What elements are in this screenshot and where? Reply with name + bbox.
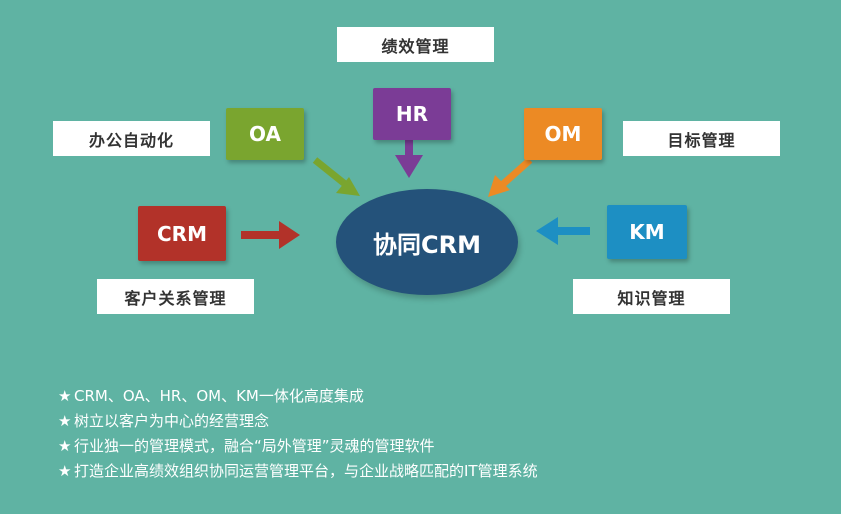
hr-box: HR: [373, 88, 451, 140]
center-hub: 协同CRM: [336, 189, 518, 295]
crm-arrow: [241, 221, 300, 249]
feature-list: ★CRM、OA、HR、OM、KM一体化高度集成 ★树立以客户为中心的经营理念 ★…: [58, 384, 538, 484]
list-item: ★行业独一的管理模式，融合“局外管理”灵魂的管理软件: [58, 434, 538, 459]
oa-box: OA: [226, 108, 304, 160]
hr-caption: 绩效管理: [337, 27, 494, 62]
crm-box: CRM: [138, 206, 226, 261]
center-label: 协同CRM: [373, 230, 481, 259]
list-item: ★CRM、OA、HR、OM、KM一体化高度集成: [58, 384, 538, 409]
crm-caption: 客户关系管理: [97, 279, 254, 314]
om-box: OM: [524, 108, 602, 160]
star-icon: ★: [58, 462, 72, 480]
km-arrow: [536, 217, 590, 245]
hr-arrow: [395, 135, 423, 178]
star-icon: ★: [58, 412, 72, 430]
km-box: KM: [607, 205, 687, 259]
star-icon: ★: [58, 437, 72, 455]
star-icon: ★: [58, 387, 72, 405]
km-caption: 知识管理: [573, 279, 730, 314]
om-arrow: [488, 157, 533, 197]
list-item: ★打造企业高绩效组织协同运营管理平台，与企业战略匹配的IT管理系统: [58, 459, 538, 484]
list-item: ★树立以客户为中心的经营理念: [58, 409, 538, 434]
oa-caption: 办公自动化: [53, 121, 210, 156]
oa-arrow: [312, 157, 360, 196]
om-caption: 目标管理: [623, 121, 780, 156]
